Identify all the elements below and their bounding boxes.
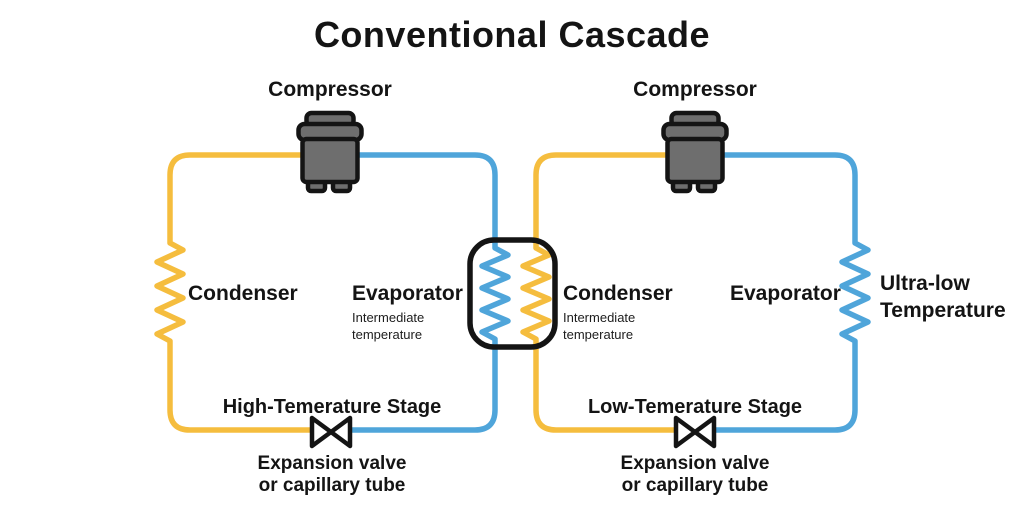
expansion-valve-label-right: Expansion valve or capillary tube [621,453,770,497]
condenser-block-right: Condenser Intermediate temperature [563,282,673,343]
compressor-icon-left [296,110,364,194]
ultra-low-temperature-label: Ultra-low Temperature [880,270,1006,324]
evaporator-note-left: Intermediate temperature [352,309,463,343]
right-loop-warm-pipe [520,152,677,433]
expansion-line2: or capillary tube [258,475,406,496]
evaporator-block-left: Evaporator Intermediate temperature [352,282,463,343]
compressor-icon-right [661,110,729,194]
note-line: Intermediate [352,310,425,325]
page-title: Conventional Cascade [313,14,711,55]
expansion-valve-icon-left [309,415,353,449]
expansion-line2: or capillary tube [621,475,769,496]
stage-label-left: High-Temerature Stage [222,396,442,418]
ultra-low-line1: Ultra-low [880,272,970,295]
compressor-body [300,136,360,185]
compressor-label-right: Compressor [633,78,757,101]
condenser-label-left: Condenser [188,282,298,305]
condenser-label-right: Condenser [563,282,673,305]
compressor-body [665,136,725,185]
expansion-line1: Expansion valve [257,453,407,474]
note-line: Intermediate [563,310,636,325]
expansion-line1: Expansion valve [620,453,770,474]
condenser-note-right: Intermediate temperature [563,309,673,343]
note-line: temperature [563,327,634,342]
evaporator-label-left: Evaporator [352,282,463,305]
expansion-valve-icon-right [673,415,717,449]
note-line: temperature [352,327,423,342]
heat-exchanger-box [467,237,558,350]
expansion-valve-label-left: Expansion valve or capillary tube [258,453,407,497]
ultra-low-line2: Temperature [880,299,1006,322]
evaporator-label-right: Evaporator [730,282,841,305]
right-loop-cold-pipe [712,152,871,433]
stage-label-right: Low-Temerature Stage [587,396,803,418]
left-loop-cold-pipe [349,152,511,433]
left-loop-warm-pipe [154,152,313,433]
compressor-label-left: Compressor [268,78,392,101]
